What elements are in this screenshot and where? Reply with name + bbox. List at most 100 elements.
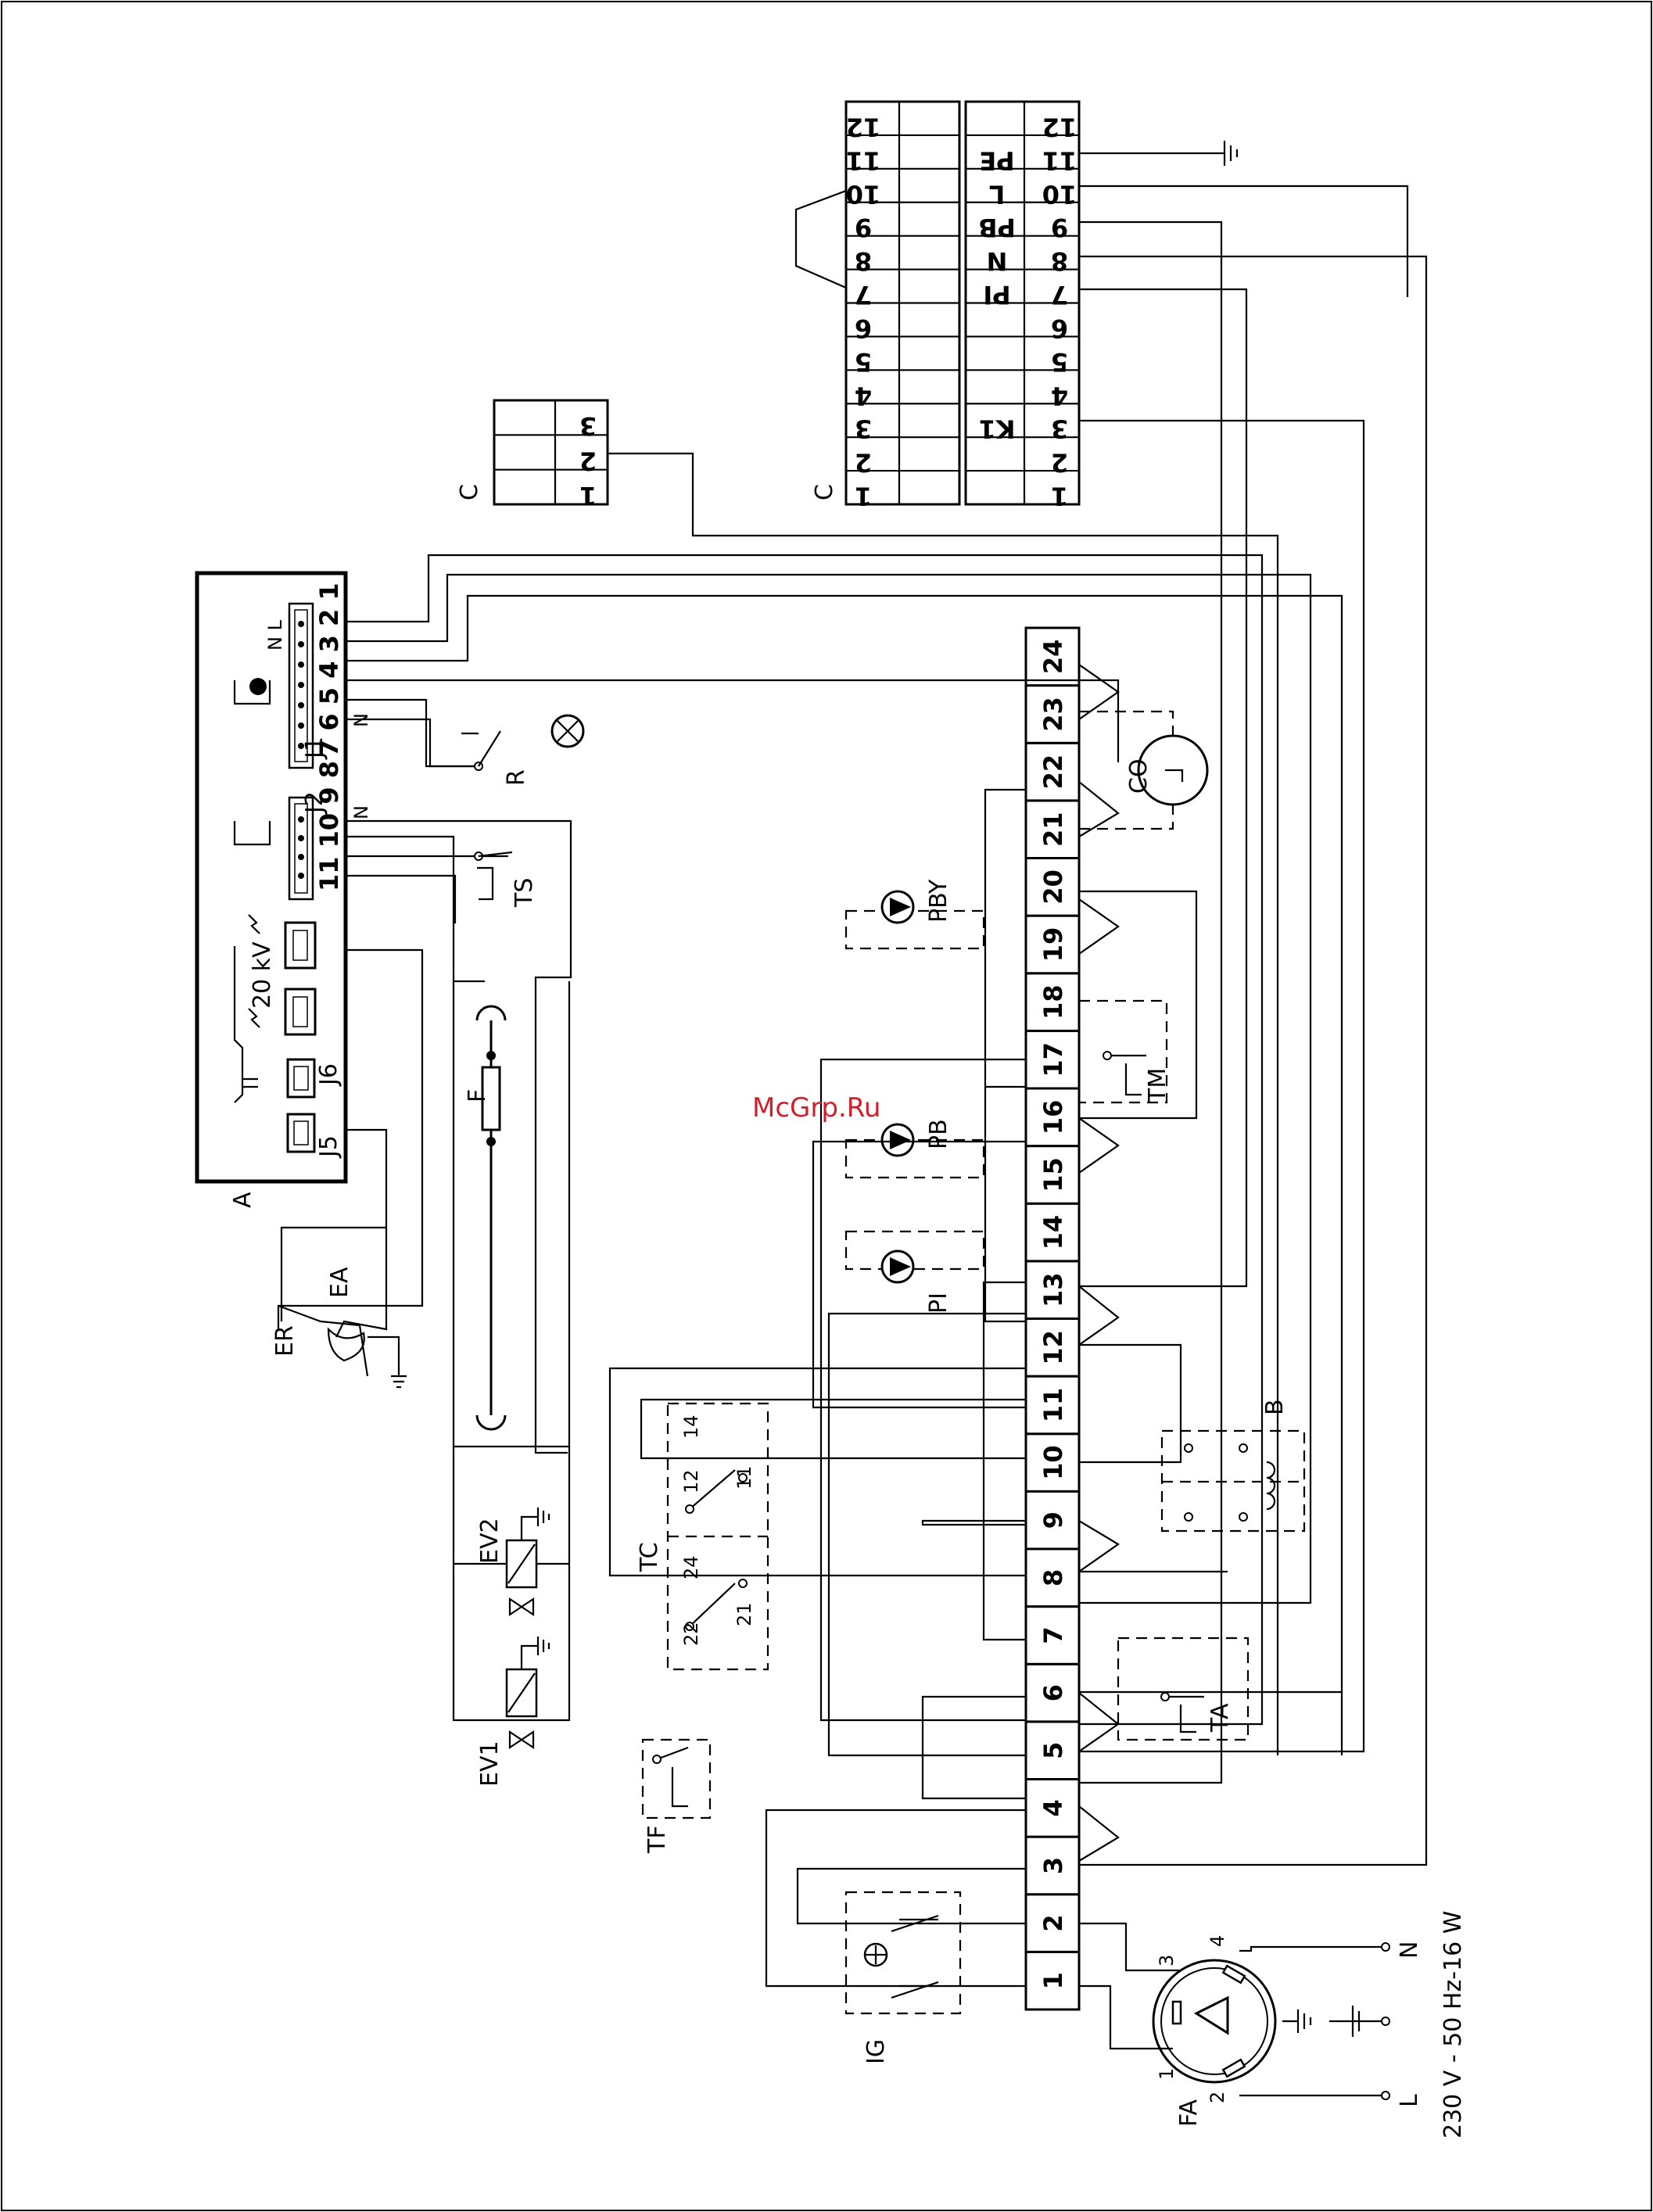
connector-pin-number: 6 [855, 314, 872, 343]
connector-pin-number: 12 [1042, 112, 1077, 142]
tc-22: 22 [680, 1622, 702, 1646]
label-l-mains: L [1396, 2094, 1423, 2107]
terminal-cell [1024, 1547, 1081, 1608]
thermostat-ta [1117, 1637, 1250, 1741]
terminal-cell [1024, 1432, 1081, 1493]
connector-pin-number: 7 [1051, 280, 1068, 310]
terminal-number: 24 [1038, 640, 1068, 675]
plug-pin-4: 4 [1207, 1935, 1228, 1947]
terminal-number: 14 [1038, 1215, 1068, 1250]
label-n-j2: N [350, 805, 372, 819]
connector-pin-number: 11 [1042, 145, 1077, 175]
label-tc: TC [636, 1542, 663, 1572]
connector-pin-number: 12 [846, 112, 881, 142]
label-f: F [464, 1089, 491, 1102]
ignition-electrode-ea [278, 1228, 407, 1389]
label-j1: J1 [301, 737, 328, 760]
connector-pin-number: 10 [1042, 179, 1077, 209]
pump-pi [844, 1230, 985, 1284]
connector-pin-number: 7 [855, 280, 872, 310]
label-c-main: C [811, 484, 838, 500]
connector-pin-label: PB [978, 213, 1016, 242]
connector-pin-number: 10 [846, 179, 881, 209]
connector-pin-number: 5 [1051, 347, 1068, 377]
sensor-co [1079, 710, 1209, 830]
j1-pins: 7 6 5 4 3 2 1 [314, 583, 344, 757]
label-co: CO [1125, 758, 1153, 794]
plug-pin-1: 1 [1156, 2068, 1178, 2080]
terminal-number: 18 [1038, 984, 1068, 1020]
terminal-number: 15 [1038, 1157, 1068, 1192]
connector-pin-label: PE [979, 145, 1014, 175]
terminal-cell [1024, 914, 1081, 975]
connector-pin-label: PI [983, 280, 1010, 310]
connector-pin-number: 4 [855, 381, 872, 410]
thermostat-ts [474, 851, 513, 901]
terminal-cell [1024, 1202, 1081, 1263]
terminal-number: 20 [1038, 869, 1068, 905]
connector-pin-number: 1 [855, 482, 872, 511]
label-b: B [1261, 1399, 1289, 1415]
thermostat-tc [666, 1402, 769, 1671]
tc-12: 12 [680, 1469, 702, 1493]
label-r: R [503, 769, 530, 786]
connector-pin-number: 2 [855, 448, 872, 478]
label-n-l: N L [264, 619, 286, 651]
terminal-number: 10 [1038, 1445, 1068, 1480]
label-pi: PI [925, 1292, 952, 1314]
label-ev1: EV1 [476, 1741, 504, 1787]
connector-pin-label: K1 [978, 414, 1015, 444]
connector-pin-number: 3 [855, 414, 872, 444]
terminal-number: 4 [1038, 1799, 1068, 1816]
label-ev2: EV2 [476, 1518, 504, 1564]
connector-pin-number: 9 [1051, 213, 1068, 242]
connector-pin-number: 8 [855, 246, 872, 276]
label-pb: PB [925, 1119, 952, 1149]
thermostat-tm [1077, 999, 1168, 1104]
terminal-number: 6 [1038, 1684, 1068, 1701]
connector-pin-number: 9 [855, 213, 872, 242]
terminal-cell [1024, 1893, 1081, 1953]
plug-pin-3: 3 [1156, 1955, 1178, 1966]
terminal-cell [1024, 1720, 1081, 1780]
terminal-number: 7 [1038, 1626, 1068, 1644]
connector-pin-number: 2 [1051, 448, 1068, 478]
connector-pin-number: 6 [1051, 314, 1068, 343]
label-ta: TA [1207, 1703, 1234, 1733]
fuse-f [481, 1051, 501, 1146]
label-n-j1: N [350, 713, 372, 727]
connector-pin-number: 3 [1051, 414, 1068, 444]
terminal-cell [1024, 1375, 1081, 1436]
label-ts: TS [511, 878, 538, 908]
terminal-number: 9 [1038, 1511, 1068, 1529]
relay-r [347, 698, 585, 771]
label-tm: TM [1144, 1068, 1171, 1103]
ground-icon [1223, 141, 1239, 166]
terminal-number: 12 [1038, 1330, 1068, 1365]
label-tf: TF [644, 1825, 671, 1854]
connector-pin-label: N [987, 246, 1008, 276]
terminal-number: 3 [1038, 1857, 1068, 1874]
pump-pby [844, 890, 985, 950]
terminal-number: 17 [1038, 1042, 1068, 1077]
pump-pb [844, 1123, 985, 1179]
label-ig: IG [862, 2039, 890, 2064]
tc-21: 21 [733, 1602, 755, 1626]
connector-pin-number: 8 [1051, 246, 1068, 276]
lamp-icon [249, 678, 267, 695]
terminal-cell [1024, 972, 1081, 1032]
valve-ev2 [505, 1508, 550, 1617]
label-pby: PBY [925, 879, 952, 923]
connector-pin-number: 4 [1051, 381, 1068, 410]
terminal-number: 16 [1038, 1100, 1068, 1135]
terminal-cell [1024, 1318, 1081, 1378]
label-er: ER [271, 1325, 299, 1357]
watermark: McGrp.Ru [752, 1092, 880, 1124]
label-n-mains: N [1396, 1941, 1423, 1959]
connector-pin-number: 1 [1051, 482, 1068, 511]
label-kv: 20 kV [249, 941, 276, 1009]
terminal-number: 5 [1038, 1742, 1068, 1759]
terminal-number: 19 [1038, 927, 1068, 963]
